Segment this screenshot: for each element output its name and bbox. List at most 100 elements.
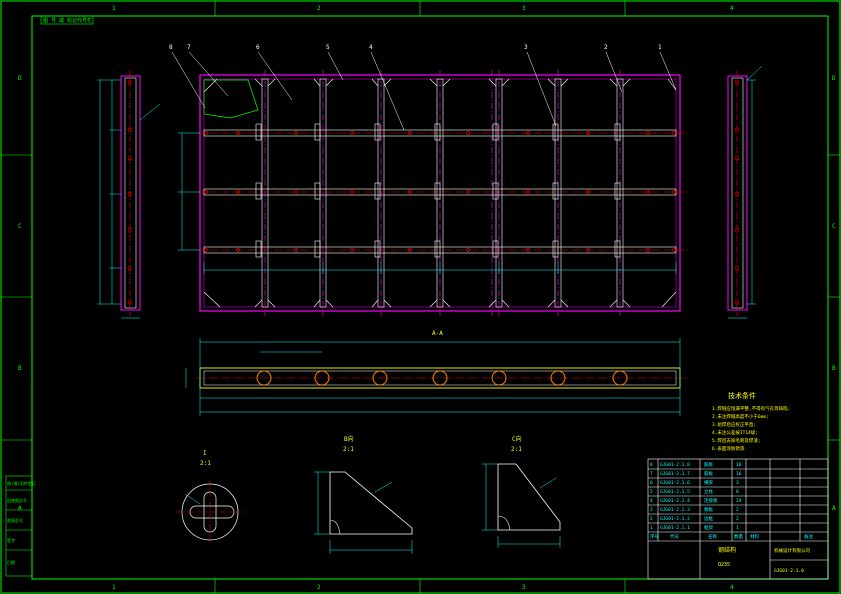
zone-row-b: B — [18, 365, 22, 372]
callout-8: 8 — [169, 44, 173, 51]
row-3-qty: 3 — [736, 480, 739, 486]
detail-i-boundary — [203, 79, 259, 119]
drawing-no: GJG01-2.1.0 — [774, 568, 804, 574]
row-5-no: 4 — [650, 498, 653, 504]
row-1-code: GJG01-2.1.8 — [660, 462, 690, 468]
slots — [255, 123, 621, 258]
zone-col-3: 3 — [522, 5, 526, 12]
header-code: 代号 — [670, 533, 679, 540]
top-left-tag: 图 号 或 标记代号栏 — [43, 17, 92, 24]
callout-6: 6 — [256, 44, 260, 51]
zone-col-3-bottom: 3 — [522, 584, 526, 591]
view-c — [482, 463, 561, 548]
view-b-scale: 2:1 — [343, 446, 354, 453]
drawing-name: 钢结构 — [718, 546, 736, 554]
callout-leaders — [171, 51, 677, 131]
row-2-code: GJG01-2.1.7 — [660, 471, 690, 477]
row-2-no: 7 — [650, 471, 653, 477]
view-b-title: B向 — [344, 435, 354, 443]
left-side-view — [97, 70, 161, 319]
zone-col-4: 4 — [730, 5, 734, 12]
material: Q235 — [718, 562, 730, 568]
row-4-code: GJG01-2.1.5 — [660, 489, 690, 495]
zone-col-1-bottom: 1 — [112, 584, 116, 591]
row-4-qty: 8 — [736, 489, 739, 495]
callout-5: 5 — [326, 44, 330, 51]
company: 机械设计有限公司 — [774, 547, 810, 554]
section-a-title: A-A — [432, 330, 443, 337]
row-3-no: 6 — [650, 480, 653, 486]
title-block-rows: 8 GJG01-2.1.8 筋板 16 7 GJG01-2.1.7 筋板 16 … — [650, 461, 813, 574]
row-4-name: 立柱 — [704, 488, 713, 495]
callout-2: 2 — [604, 44, 608, 51]
zone-row-b-right: B — [832, 365, 836, 372]
tech-item-2: 2.未注焊缝高度不小于6mm; — [712, 413, 769, 420]
row-8-name: 框架 — [704, 524, 713, 531]
row-2-qty: 16 — [736, 471, 742, 477]
section-a-view — [185, 338, 690, 416]
top-left-tag-box — [40, 15, 94, 25]
header-name: 名称 — [708, 533, 717, 540]
zone-col-4-bottom: 4 — [730, 584, 734, 591]
callout-4: 4 — [369, 44, 373, 51]
row-5-code: GJG01-2.1.4 — [660, 498, 690, 504]
zone-row-c-right: C — [832, 223, 836, 230]
row-4-no: 5 — [650, 489, 653, 495]
detail-i-title: I — [203, 450, 207, 457]
zone-col-1: 1 — [112, 5, 116, 12]
vertical-posts — [261, 78, 624, 308]
inner-border — [31, 15, 829, 580]
view-b — [314, 471, 413, 554]
row-3-name: 横梁 — [704, 479, 713, 486]
callout-1: 1 — [658, 44, 662, 51]
detail-i-view — [176, 480, 244, 544]
row-5-qty: 24 — [736, 498, 742, 504]
header-remark: 备注 — [804, 533, 813, 540]
detail-i-scale: 2:1 — [200, 460, 211, 467]
row-1-name: 筋板 — [704, 461, 713, 468]
row-8-code: GJG01-2.1.1 — [660, 525, 690, 531]
zone-row-a-right: A — [832, 505, 836, 512]
row-8-no: 1 — [650, 525, 653, 531]
row-6-name: 端板 — [704, 506, 713, 513]
right-side-view — [727, 65, 763, 319]
callout-7: 7 — [187, 44, 191, 51]
zone-row-a: A — [18, 505, 22, 512]
beam-centerlines — [196, 132, 690, 251]
title-block — [647, 458, 829, 580]
bolt-holes — [204, 131, 676, 252]
row-8-qty: 1 — [736, 525, 739, 531]
row-7-qty: 2 — [736, 516, 739, 522]
main-front-view — [171, 51, 690, 316]
header-no: 序号 — [650, 533, 659, 540]
view-c-scale: 2:1 — [511, 446, 522, 453]
zone-row-c: C — [18, 223, 22, 230]
tech-title: 技术条件 — [728, 391, 756, 400]
row-2-name: 筋板 — [704, 470, 713, 477]
main-dimensions — [178, 132, 677, 274]
tech-item-1: 1.焊缝应饱满平整,不得有气孔等缺陷; — [712, 405, 790, 412]
row-1-qty: 16 — [736, 462, 742, 468]
stamp-1: 借(通)用件登记 — [7, 480, 36, 486]
zone-row-d-right: D — [832, 75, 836, 82]
gussets — [203, 78, 677, 308]
stamp-4: 签字 — [7, 537, 15, 543]
row-7-code: GJG01-2.1.2 — [660, 516, 690, 522]
row-5-name: 连接板 — [704, 497, 718, 504]
tech-item-3: 3.组焊后应校正平直; — [712, 421, 756, 428]
stamp-5: 日期 — [7, 559, 15, 565]
callout-3: 3 — [524, 44, 528, 51]
zone-col-2: 2 — [317, 5, 321, 12]
zone-col-2-bottom: 2 — [317, 584, 321, 591]
left-stamp: 借(通)用件登记 旧底图总号 底图总号 签字 日期 — [5, 475, 36, 577]
tech-item-6: 6.表面涂防锈漆. — [712, 445, 747, 452]
row-7-no: 2 — [650, 516, 653, 522]
row-6-qty: 2 — [736, 507, 739, 513]
header-material: 材料 — [750, 533, 759, 540]
header-qty: 数量 — [734, 533, 743, 540]
row-3-code: GJG01-2.1.6 — [660, 480, 690, 486]
row-6-no: 3 — [650, 507, 653, 513]
post-centerlines — [264, 70, 621, 316]
